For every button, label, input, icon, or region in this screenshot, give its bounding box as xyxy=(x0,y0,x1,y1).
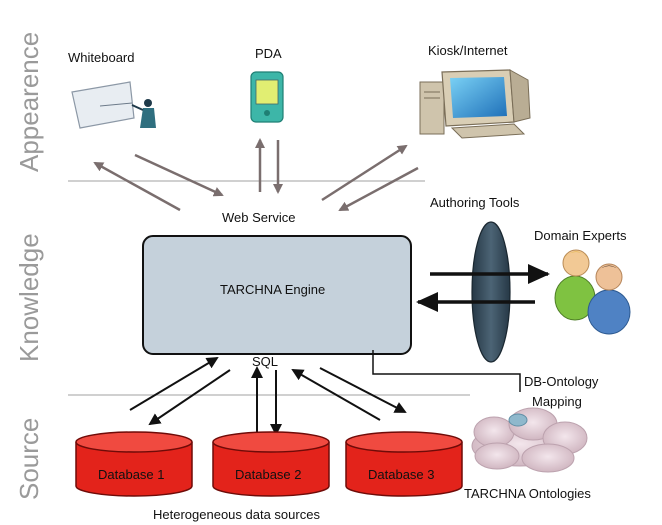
database-3: Database 3 xyxy=(345,431,463,497)
client-label-pda: PDA xyxy=(255,46,282,61)
sql-database-arrows xyxy=(129,356,407,436)
database-1-label: Database 1 xyxy=(98,467,165,482)
mapping-connector xyxy=(372,350,521,392)
engine-box xyxy=(142,235,412,355)
cloud-icon xyxy=(471,407,588,473)
domain-experts-label: Domain Experts xyxy=(534,228,627,243)
computer-icon xyxy=(419,69,531,139)
database-2-label: Database 2 xyxy=(235,467,302,482)
client-label-whiteboard: Whiteboard xyxy=(68,50,134,65)
sources-caption: Heterogeneous data sources xyxy=(153,507,320,522)
database-2: Database 2 xyxy=(212,431,330,497)
whiteboard-icon xyxy=(71,81,156,129)
pda-icon xyxy=(250,71,284,123)
authoring-tools-lens xyxy=(471,221,511,363)
database-3-label: Database 3 xyxy=(368,467,435,482)
mapping-label-line2: Mapping xyxy=(532,394,582,409)
layer-label-appearance: Appearence xyxy=(14,32,44,172)
client-arrows xyxy=(93,138,419,212)
layer-label-source: Source xyxy=(14,418,44,500)
sql-label: SQL xyxy=(252,354,278,369)
layer-label-knowledge: Knowledge xyxy=(14,233,44,362)
client-label-kiosk: Kiosk/Internet xyxy=(428,43,508,58)
users-icon xyxy=(554,249,631,335)
database-1: Database 1 xyxy=(75,431,193,497)
ontologies-label: TARCHNA Ontologies xyxy=(464,486,591,501)
authoring-tools-label: Authoring Tools xyxy=(430,195,520,210)
engine-label: TARCHNA Engine xyxy=(220,282,325,297)
web-service-label: Web Service xyxy=(222,210,295,225)
mapping-label-line1: DB-Ontology xyxy=(524,374,599,389)
